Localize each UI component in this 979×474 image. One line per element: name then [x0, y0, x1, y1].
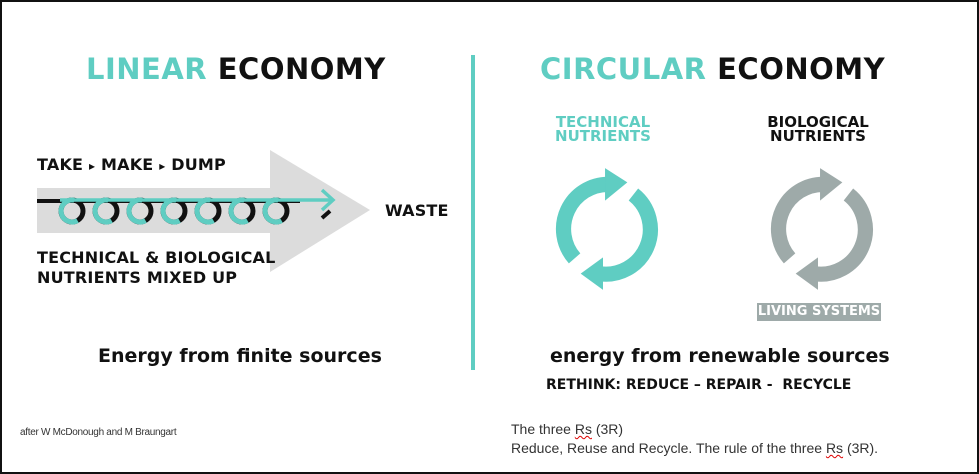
divider: [471, 55, 475, 370]
title-accent: LINEAR: [86, 52, 208, 86]
step-separator: ▸: [88, 159, 96, 173]
linear-economy-title: LINEAR ECONOMY: [86, 52, 386, 86]
linear-arrow-diagram: [37, 150, 370, 272]
biological-nutrients-label: BIOLOGICAL NUTRIENTS: [753, 113, 883, 145]
take-make-dump: TAKE ▸ MAKE ▸ DUMP: [37, 155, 226, 174]
gray-big-arrow: [37, 150, 370, 272]
note-line-1: The three Rs (3R): [511, 420, 878, 439]
step-take: TAKE: [37, 155, 84, 174]
waste-label: WASTE: [385, 201, 449, 220]
technical-cycle-icon: [555, 168, 658, 290]
step-separator: ▸: [159, 159, 166, 173]
nutrients-line1: TECHNICAL & BIOLOGICAL: [37, 248, 276, 267]
biological-cycle-icon: [770, 168, 873, 290]
text: (3R).: [843, 440, 879, 456]
circular-economy-title: CIRCULAR ECONOMY: [540, 52, 885, 86]
spellcheck-word: Rs: [574, 421, 592, 437]
title-accent: CIRCULAR: [540, 52, 707, 86]
teal-arrowhead: [320, 188, 336, 212]
title-main: ECONOMY: [717, 52, 886, 86]
three-rs-note: The three Rs (3R) Reduce, Reuse and Recy…: [511, 420, 878, 458]
credit-text: after W McDonough and M Braungart: [20, 427, 177, 438]
text: Reduce, Reuse and Recycle. The rule of t…: [511, 440, 826, 456]
black-dash: [320, 209, 332, 220]
label-line: TECHNICAL: [555, 113, 651, 131]
label-line: NUTRIENTS: [770, 127, 866, 145]
step-dump: DUMP: [171, 155, 226, 174]
title-main: ECONOMY: [217, 52, 386, 86]
text: (3R): [591, 421, 624, 437]
circular-energy: energy from renewable sources: [550, 345, 890, 367]
label-line: NUTRIENTS: [555, 127, 651, 145]
label-line: BIOLOGICAL: [767, 113, 869, 131]
living-systems-label: LIVING SYSTEMS: [757, 303, 881, 321]
rethink-line: RETHINK: REDUCE – REPAIR - RECYCLE: [546, 377, 852, 393]
text: The three: [511, 421, 575, 437]
note-line-2: Reduce, Reuse and Recycle. The rule of t…: [511, 439, 878, 458]
nutrients-line2: NUTRIENTS MIXED UP: [37, 268, 238, 287]
step-make: MAKE: [100, 155, 154, 174]
spellcheck-word: Rs: [825, 440, 844, 456]
linear-energy: Energy from finite sources: [98, 345, 382, 367]
technical-nutrients-label: TECHNICAL NUTRIENTS: [538, 113, 668, 145]
